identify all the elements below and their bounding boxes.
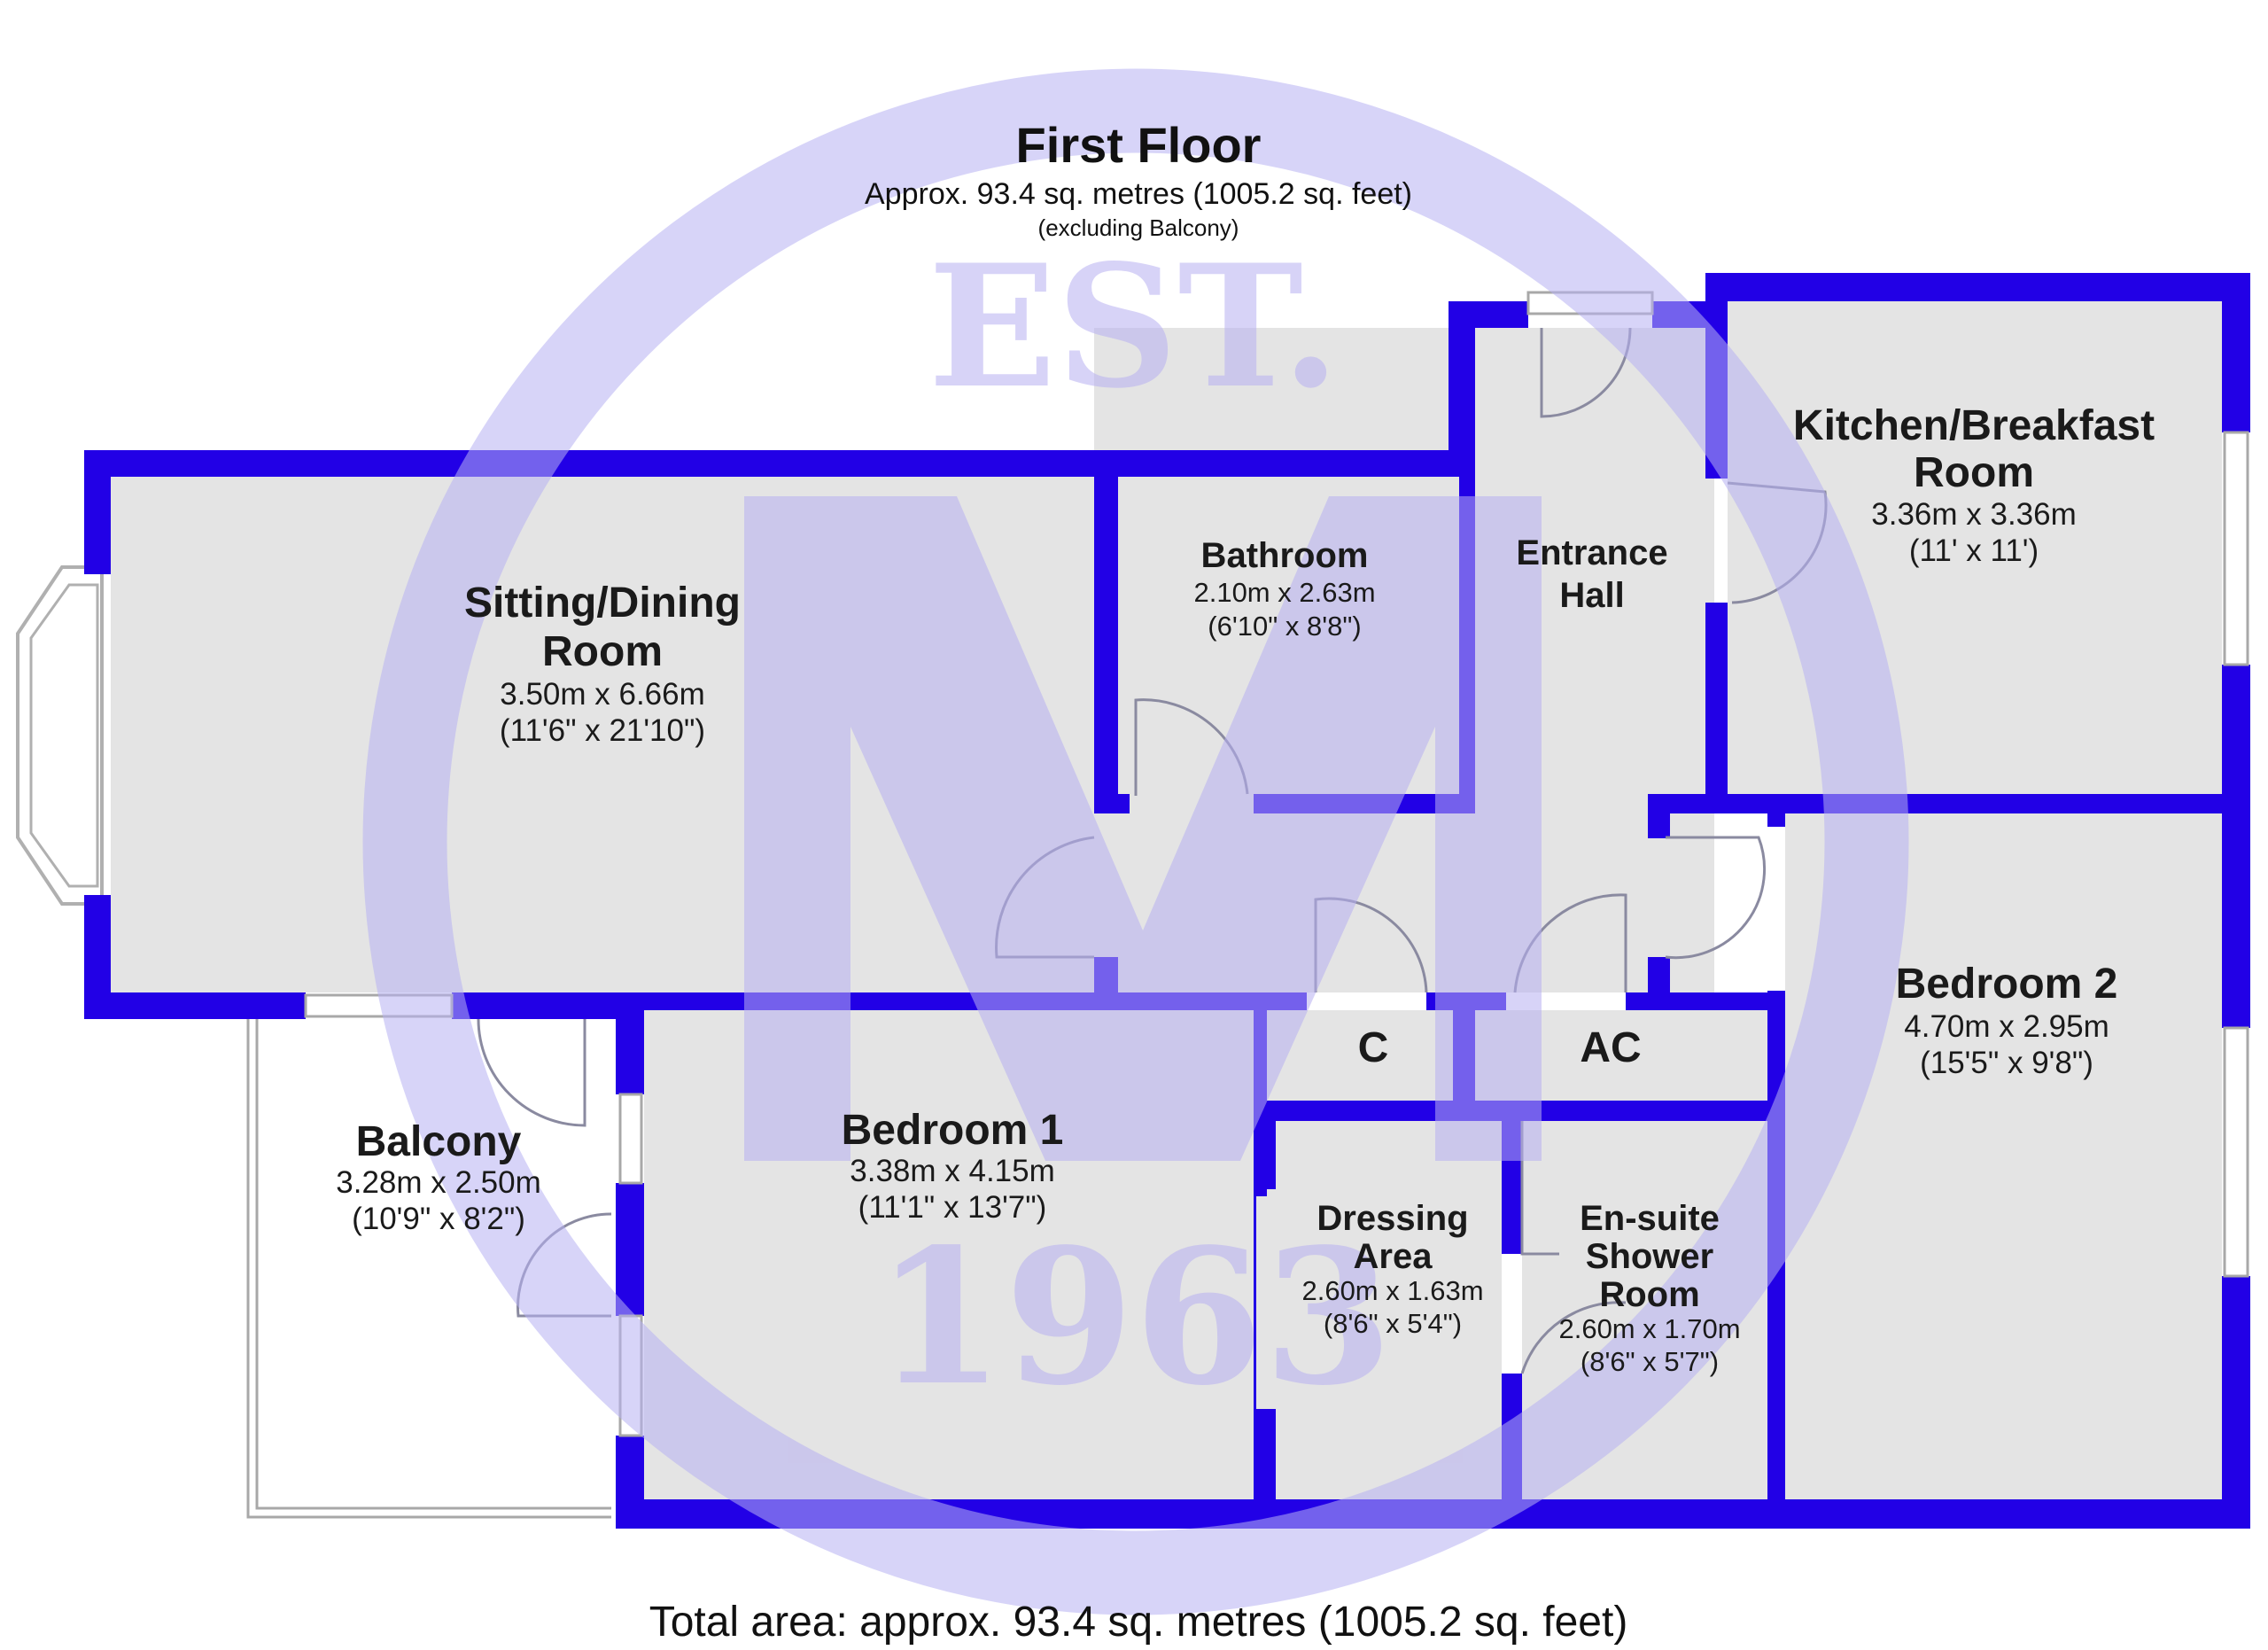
bedroom2-metric: 4.70m x 2.95m: [1904, 1009, 2109, 1044]
balcony-metric: 3.28m x 2.50m: [336, 1165, 541, 1200]
floor-area-text: Approx. 93.4 sq. metres (1005.2 sq. feet…: [865, 177, 1412, 211]
sitting-room-metric: 3.50m x 6.66m: [500, 677, 705, 712]
watermark-est-text: EST.: [928, 228, 1340, 425]
watermark-logo: EST. 1963: [362, 68, 1909, 1615]
bedroom2-name: Bedroom 2: [1895, 961, 2118, 1008]
ensuite-name-line1: En-suite: [1580, 1199, 1720, 1238]
cupboard-label: C: [1357, 1024, 1389, 1071]
bedroom1-name: Bedroom 1: [841, 1107, 1064, 1154]
watermark-monogram-m: [744, 496, 1542, 1161]
dressing-name-line2: Area: [1353, 1237, 1433, 1276]
wall-cutouts: [1256, 1196, 1274, 1409]
ensuite-imperial: (8'6" x 5'7"): [1580, 1346, 1720, 1377]
sitting-room-name-line2: Room: [542, 628, 663, 675]
ensuite-name-line3: Room: [1599, 1275, 1700, 1314]
dressing-floor: [1267, 1121, 1502, 1499]
airing-cupboard-label: AC: [1580, 1024, 1642, 1071]
bedroom1-metric: 3.38m x 4.15m: [850, 1154, 1055, 1188]
ensuite-metric: 2.60m x 1.70m: [1558, 1313, 1741, 1344]
entrance-hall-name-line1: Entrance: [1516, 533, 1668, 572]
ensuite-name-line2: Shower: [1585, 1237, 1714, 1276]
bathroom-name: Bathroom: [1200, 536, 1369, 575]
kitchen-name-line2: Room: [1914, 449, 2034, 496]
dressing-metric: 2.60m x 1.63m: [1301, 1275, 1484, 1306]
kitchen-imperial: (11' x 11'): [1908, 533, 2039, 568]
bedroom1-imperial: (11'1" x 13'7"): [858, 1190, 1047, 1225]
balcony-outline: [246, 1010, 611, 1519]
bay-window-inner: [29, 583, 99, 888]
floor-title: First Floor: [1015, 117, 1262, 173]
entrance-hall-name-line2: Hall: [1559, 576, 1625, 615]
floor-area-note: (excluding Balcony): [1037, 214, 1239, 241]
watermark-ring: [362, 68, 1909, 1615]
kitchen-metric: 3.36m x 3.36m: [1871, 497, 2077, 532]
total-area-text: Total area: approx. 93.4 sq. metres (100…: [649, 1599, 1628, 1646]
dressing-name-line1: Dressing: [1317, 1199, 1469, 1238]
balcony-imperial: (10'9" x 8'2"): [352, 1202, 525, 1236]
watermark-year-text: 1963: [875, 1208, 1393, 1427]
bedroom2-imperial: (15'5" x 9'8"): [1920, 1046, 2093, 1080]
kitchen-name-line1: Kitchen/Breakfast: [1792, 402, 2155, 449]
bathroom-imperial: (6'10" x 8'8"): [1208, 611, 1362, 642]
bathroom-metric: 2.10m x 2.63m: [1193, 577, 1376, 608]
dressing-imperial: (8'6" x 5'4"): [1323, 1308, 1463, 1339]
sitting-room-imperial: (11'6" x 21'10"): [499, 713, 706, 748]
sitting-room-name-line1: Sitting/Dining: [464, 580, 741, 627]
balcony-name: Balcony: [355, 1118, 522, 1165]
